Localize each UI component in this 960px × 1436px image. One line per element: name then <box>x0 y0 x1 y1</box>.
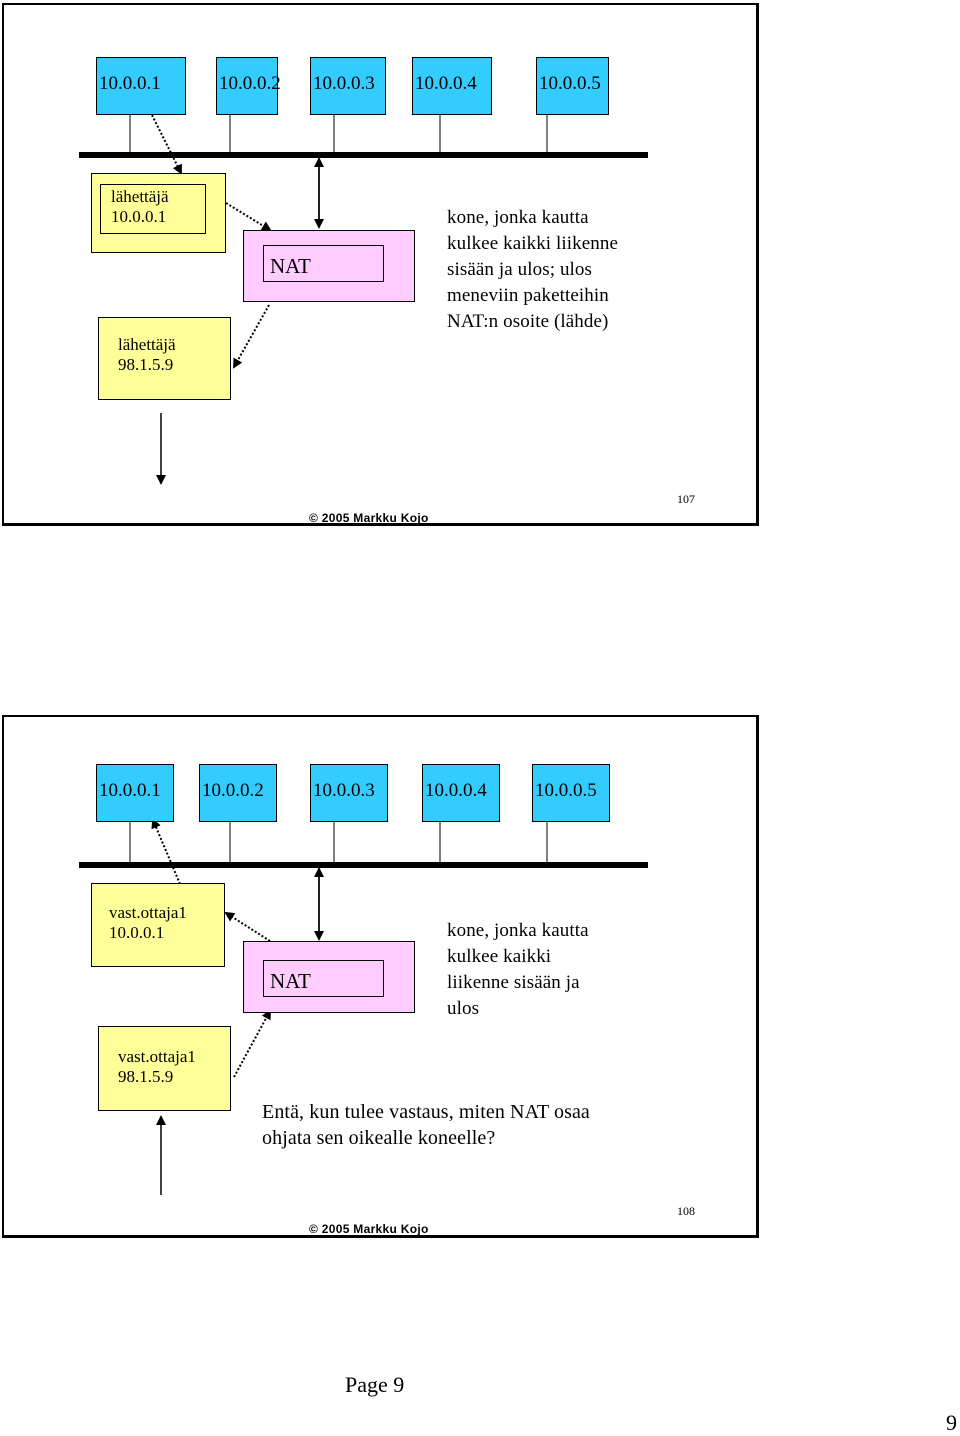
host-4: 10.0.0.4 <box>412 57 492 115</box>
receiver-internal-box: vast.ottaja1 10.0.0.1 <box>91 883 225 967</box>
sender-external-box: lähettäjä 98.1.5.9 <box>98 317 231 400</box>
sender-external-role: lähettäjä <box>118 335 176 354</box>
receiver-external-box: vast.ottaja1 98.1.5.9 <box>98 1026 231 1111</box>
page-corner-number: 9 <box>946 1410 957 1435</box>
copyright: © 2005 Markku Kojo <box>309 1222 429 1236</box>
copyright: © 2005 Markku Kojo <box>309 511 429 525</box>
host-3: 10.0.0.3 <box>310 57 386 115</box>
sender-internal-box: lähettäjä 10.0.0.1 <box>91 173 226 253</box>
note-line: kulkee kaikki <box>447 946 552 967</box>
host-4: 10.0.0.4 <box>422 764 500 822</box>
question-line: Entä, kun tulee vastaus, miten NAT osaa <box>262 1101 590 1123</box>
note-line: kone, jonka kautta <box>447 920 589 941</box>
slide-number: 107 <box>677 492 695 506</box>
note-line: kulkee kaikki liikenne <box>447 233 619 254</box>
nat-box: NAT <box>243 230 415 302</box>
nat-label: NAT <box>263 960 384 997</box>
slide-number: 108 <box>677 1204 695 1218</box>
slide-108-connectors <box>79 818 648 1195</box>
note-line: meneviin paketteihin <box>447 285 609 306</box>
receiver-internal-ip: 10.0.0.1 <box>109 923 165 942</box>
note-line: kone, jonka kautta <box>447 207 589 228</box>
slide-108: 10.0.0.1 10.0.0.2 10.0.0.3 10.0.0.4 10.0… <box>2 715 759 1238</box>
receiver-internal-role: vast.ottaja1 <box>109 903 187 922</box>
note-line: ulos <box>447 998 480 1019</box>
host-5: 10.0.0.5 <box>536 57 609 115</box>
sender-internal-ip: 10.0.0.1 <box>111 207 167 226</box>
nat-description: kone, jonka kautta kulkee kaikki liikenn… <box>447 918 589 1022</box>
host-2: 10.0.0.2 <box>216 57 281 115</box>
note-line: NAT:n osoite (lähde) <box>447 311 609 332</box>
receiver-external-role: vast.ottaja1 <box>118 1047 196 1066</box>
slide-107-connectors <box>79 113 648 485</box>
nat-description: kone, jonka kautta kulkee kaikki liikenn… <box>447 205 618 335</box>
host-2: 10.0.0.2 <box>199 764 277 822</box>
question: Entä, kun tulee vastaus, miten NAT osaa … <box>262 1099 590 1151</box>
note-line: sisään ja ulos; ulos <box>447 259 593 280</box>
note-line: liikenne sisään ja <box>447 972 580 993</box>
nat-label: NAT <box>263 245 384 282</box>
receiver-external-ip: 98.1.5.9 <box>118 1067 174 1086</box>
sender-external-ip: 98.1.5.9 <box>118 355 174 374</box>
host-1: 10.0.0.1 <box>96 57 186 115</box>
host-3: 10.0.0.3 <box>310 764 388 822</box>
sender-internal-label: lähettäjä 10.0.0.1 <box>100 184 206 234</box>
sender-internal-role: lähettäjä <box>111 187 169 206</box>
host-1: 10.0.0.1 <box>96 764 174 822</box>
question-line: ohjata sen oikealle koneelle? <box>262 1127 496 1149</box>
nat-box: NAT <box>243 941 415 1013</box>
slide-107: 10.0.0.1 10.0.0.2 10.0.0.3 10.0.0.4 10.0… <box>2 3 759 526</box>
host-5: 10.0.0.5 <box>532 764 610 822</box>
page-footer: Page 9 <box>345 1372 405 1397</box>
